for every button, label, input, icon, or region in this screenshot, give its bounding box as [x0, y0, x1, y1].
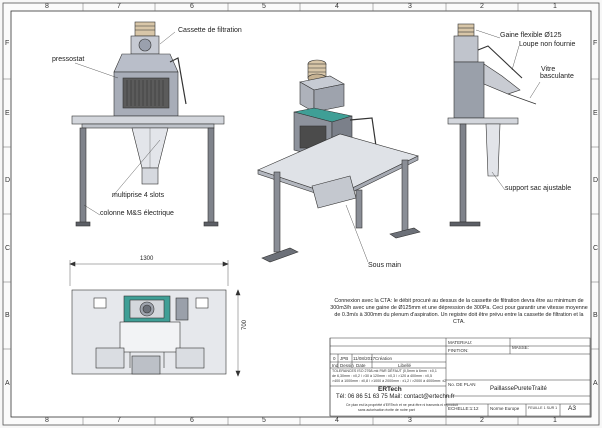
- zone-row-F-right: F: [593, 40, 598, 47]
- label-cassette: Cassette de filtration: [178, 27, 242, 34]
- zone-col-2: 2: [480, 3, 484, 10]
- tb-company: ERTech: [378, 386, 402, 393]
- tb-desc: Création: [375, 356, 393, 361]
- tb-tol1: TOLERANCES ISO 2768-mk PAR DÉFAUT (0,5mm…: [332, 369, 437, 373]
- tb-echelle: ECHELLE:1:12: [448, 406, 479, 411]
- isometric-view: [257, 59, 421, 263]
- zone-col-2-bottom: 2: [480, 417, 484, 424]
- zone-row-F: F: [5, 40, 10, 47]
- zone-col-6-bottom: 6: [190, 417, 194, 424]
- dimension-depth: 700: [242, 319, 248, 330]
- zone-row-C-right: C: [593, 245, 599, 252]
- tb-rev: 0: [333, 356, 336, 361]
- label-colonne: colonne M&S électrique: [100, 210, 174, 217]
- tb-col-libelle: Libellé: [398, 363, 412, 368]
- zone-col-4-bottom: 4: [335, 417, 339, 424]
- label-pressostat: pressostat: [52, 56, 85, 63]
- tb-col-date: Date: [356, 363, 366, 368]
- zone-row-B: B: [5, 312, 10, 319]
- label-vitre: Vitre: [541, 66, 556, 73]
- tb-feuille: FEUILLE 1 SUR 1: [528, 406, 558, 410]
- zone-col-7-bottom: 7: [117, 417, 121, 424]
- zone-row-B-right: B: [593, 312, 598, 319]
- tb-format: A3: [568, 405, 576, 412]
- tb-materiau: MATERIAU:: [448, 340, 473, 345]
- tb-date: 11/08/2017: [353, 356, 376, 361]
- tb-tol2: de 6,30mm : ±0,2 / >30 à 120mm : ±0,3 / …: [332, 374, 433, 378]
- label-gaine: Gaine flexible Ø125: [500, 32, 562, 39]
- tb-col-ind: Ind: [332, 363, 339, 368]
- zone-col-5: 5: [262, 3, 266, 10]
- dimension-width: 1300: [140, 256, 154, 262]
- tb-legal2: sans autorisation écrite de notre part: [358, 408, 415, 412]
- zone-col-6: 6: [190, 3, 194, 10]
- tb-tol3: >400 à 1000mm : ±0,8 / >1000 à 2000mm : …: [332, 379, 447, 383]
- tb-no-dessin: No. DE PLAN: [448, 382, 476, 387]
- zone-row-E: E: [5, 110, 10, 117]
- title-block-lines: [329, 337, 591, 417]
- zone-col-8-bottom: 8: [45, 417, 49, 424]
- zone-col-4: 4: [335, 3, 339, 10]
- tb-legal1: Ce plan est la propriété d'ERTech et ne …: [346, 403, 458, 407]
- label-sous-main: Sous main: [368, 262, 402, 269]
- zone-row-D-right: D: [593, 177, 599, 184]
- tb-title: PaillassePureteTraité: [490, 386, 547, 392]
- tb-contact: Tél: 06 86 51 63 75 Mail: contact@ertech…: [336, 394, 455, 400]
- zone-col-3: 3: [408, 3, 412, 10]
- zone-row-E-right: E: [593, 110, 598, 117]
- label-loupe: Loupe non fournie: [519, 41, 576, 48]
- zone-col-1-bottom: 1: [553, 417, 557, 424]
- tb-finition: FINITION:: [448, 348, 469, 353]
- front-view: [71, 21, 225, 227]
- label-support-sac: support sac ajustable: [505, 185, 572, 192]
- side-view: [447, 23, 541, 227]
- zone-col-7: 7: [117, 3, 121, 10]
- zone-row-D: D: [5, 177, 11, 184]
- tb-norme: Norme Europe: [490, 406, 520, 411]
- cta-connection-note: Connexion avec la CTA: le débit procuré …: [330, 298, 588, 325]
- tb-author: JPB: [340, 356, 349, 361]
- label-multiprise: multiprise 4 slots: [112, 192, 165, 199]
- tb-col-dess: Dessin: [340, 363, 354, 368]
- label-basculante: basculante: [540, 73, 574, 80]
- top-view: [69, 260, 241, 377]
- zone-col-5-bottom: 5: [262, 417, 266, 424]
- zone-col-3-bottom: 3: [408, 417, 412, 424]
- zone-col-1: 1: [553, 3, 557, 10]
- zone-row-A-right: A: [593, 380, 598, 387]
- tb-masse: MASSE:: [512, 345, 530, 350]
- zone-row-A: A: [5, 380, 10, 387]
- zone-col-8: 8: [45, 3, 49, 10]
- zone-row-C: C: [5, 245, 11, 252]
